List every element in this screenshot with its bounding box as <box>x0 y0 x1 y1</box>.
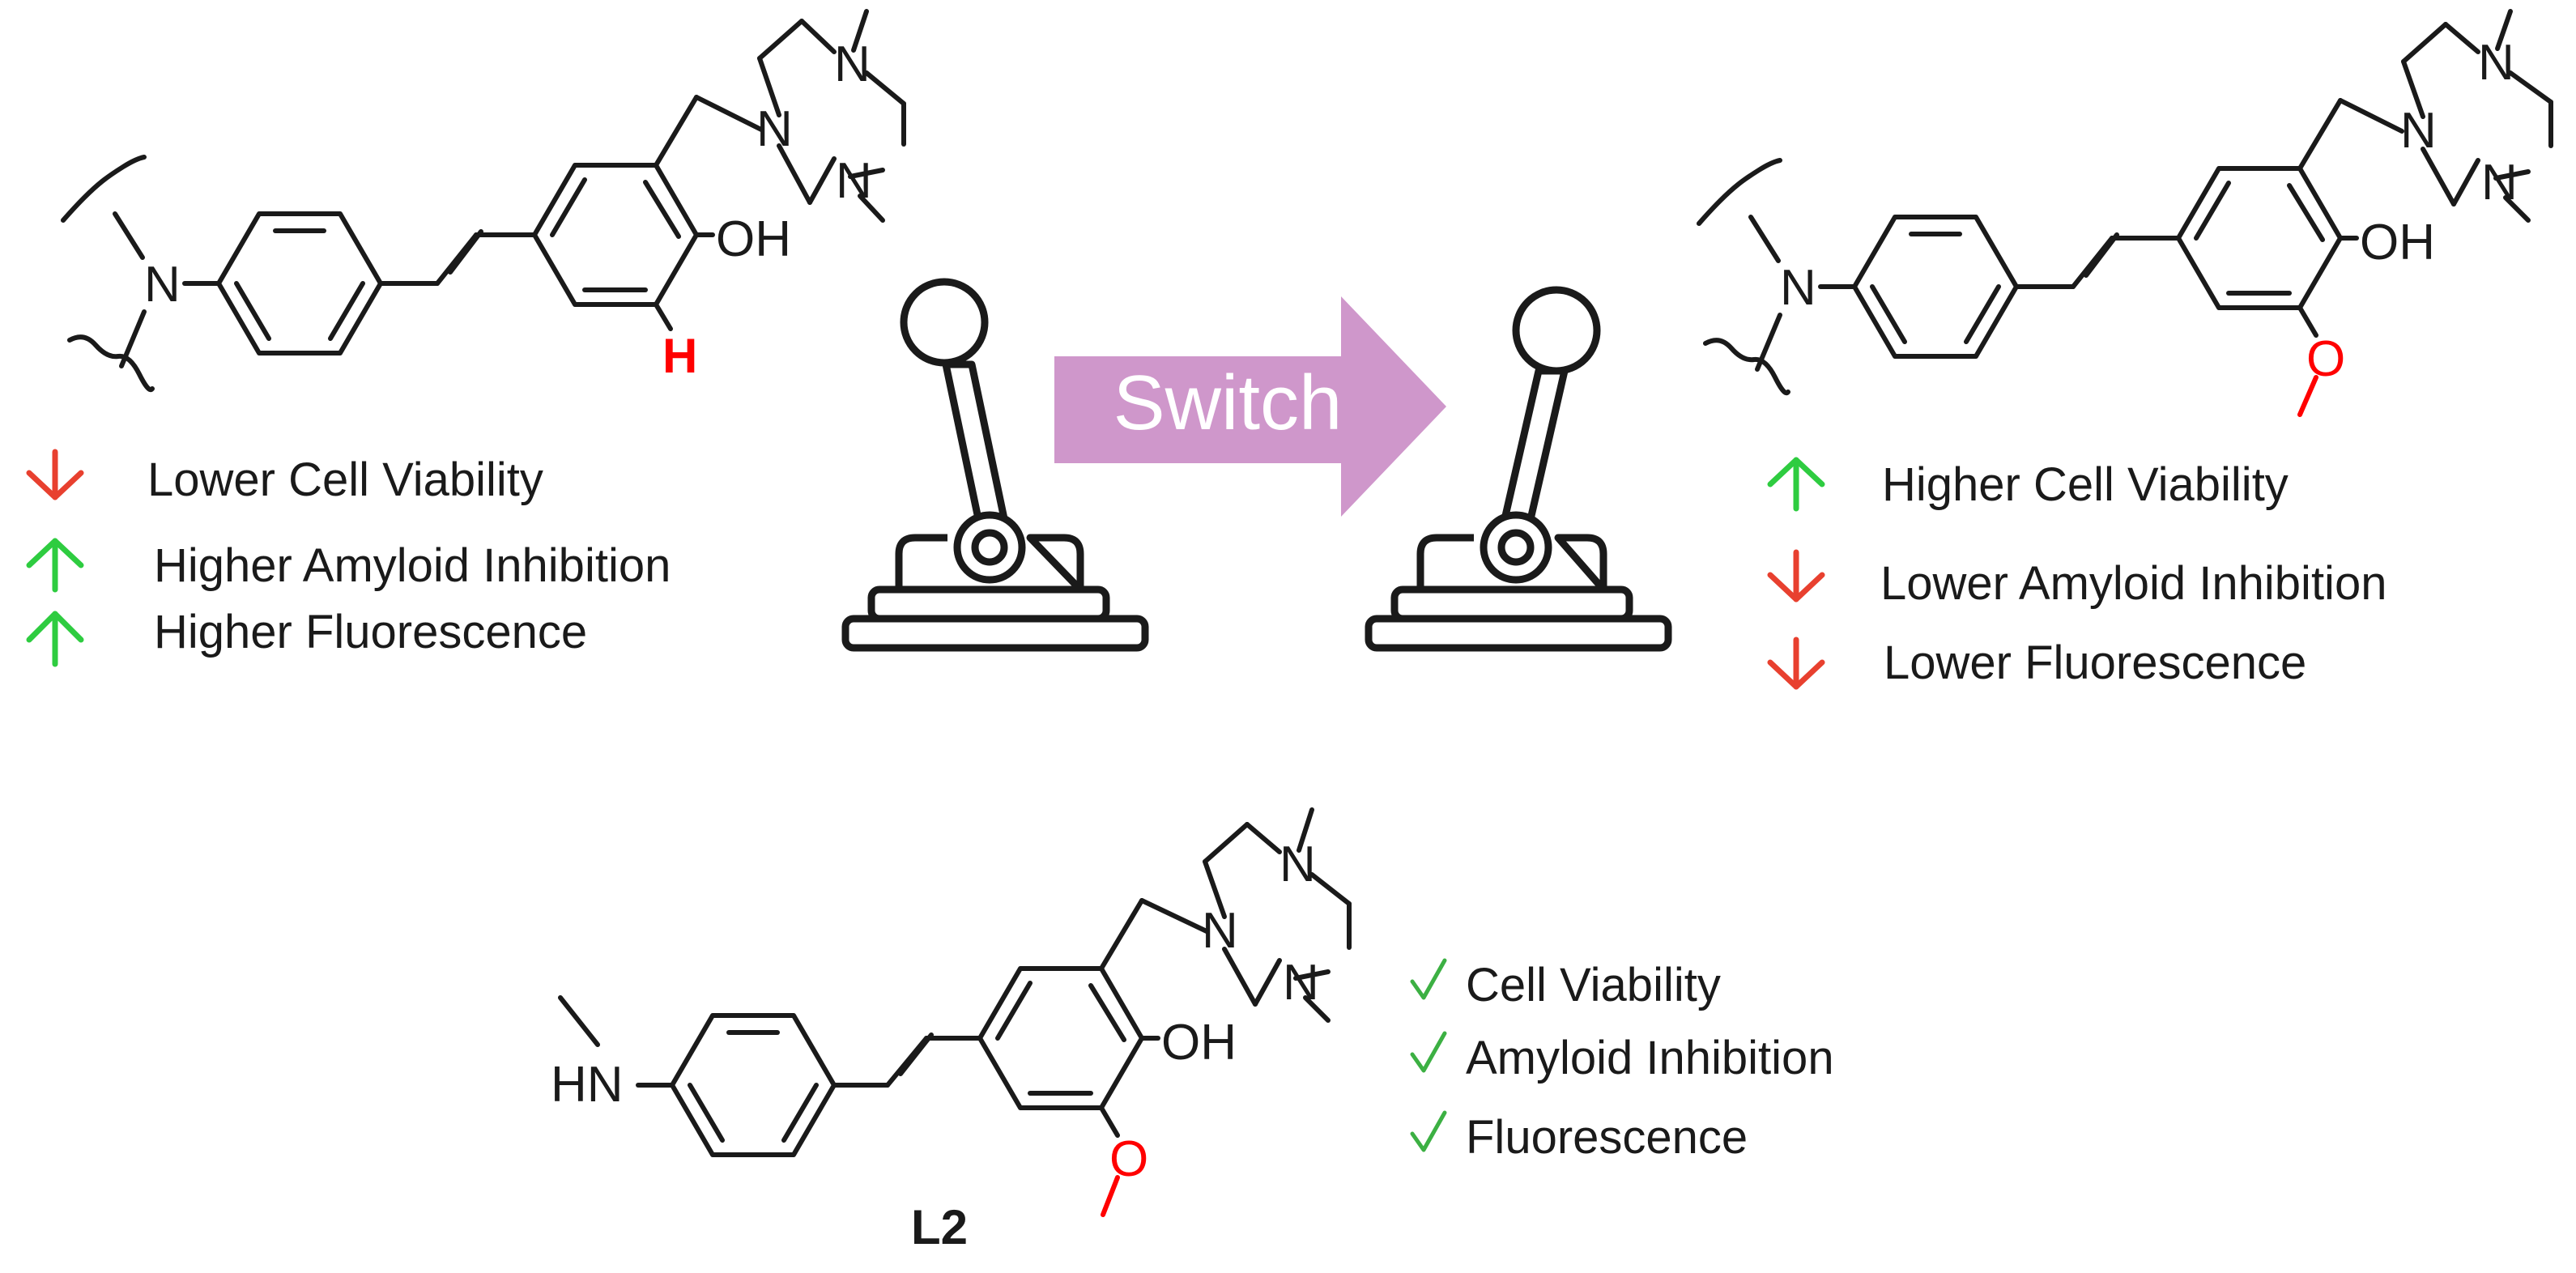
left-hydrogen-highlight: H <box>662 329 697 383</box>
right-property-list: Higher Cell Viability Lower Amyloid Inhi… <box>1767 457 2387 690</box>
lever-off-icon <box>841 278 1149 652</box>
switch-arrow: Switch <box>1054 296 1446 517</box>
down-arrow-icon <box>1767 636 1825 690</box>
right-ring-n-2: N <box>2478 35 2514 91</box>
right-ring-n-1: N <box>2400 103 2437 159</box>
l2-phenol-ring <box>977 966 1144 1110</box>
left-ring-n-2: N <box>834 36 871 92</box>
right-wavy-bond-top <box>1697 158 1782 226</box>
right-property-3: Lower Fluorescence <box>1884 636 2306 689</box>
right-property-1: Higher Cell Viability <box>1882 458 2289 511</box>
right-amine-n: N <box>1780 260 1816 316</box>
left-amine-n: N <box>144 257 181 313</box>
right-phenol-ring <box>2176 166 2343 310</box>
left-ring-n-3: N <box>836 153 872 209</box>
check-icon <box>1410 1031 1447 1073</box>
l2-ring-n-1: N <box>1202 903 1238 959</box>
right-molecule <box>1697 9 2553 396</box>
right-methoxy-methyl-bond <box>2297 375 2318 417</box>
check-icon <box>1410 958 1447 1000</box>
l2-methoxy-o-highlight: O <box>1109 1131 1148 1187</box>
l2-methoxy-methyl-bond <box>1101 1175 1120 1217</box>
left-molecule <box>61 9 906 393</box>
left-wavy-bond-bottom <box>67 334 155 393</box>
l2-feature-list: Cell Viability Amyloid Inhibition Fluore… <box>1410 958 1834 1164</box>
up-arrow-icon <box>26 611 84 667</box>
right-methoxy-o-highlight: O <box>2306 331 2345 387</box>
down-arrow-icon <box>1767 549 1825 602</box>
l2-ring-n-3: N <box>1283 955 1319 1011</box>
l2-feature-3: Fluorescence <box>1466 1111 1748 1164</box>
left-property-3: Higher Fluorescence <box>154 606 587 658</box>
check-icon <box>1410 1110 1447 1152</box>
left-property-list: Lower Cell Viability Higher Amyloid Inhi… <box>26 449 671 667</box>
left-hydroxyl: OH <box>716 211 791 267</box>
left-property-2: Higher Amyloid Inhibition <box>154 539 671 592</box>
l2-phenyl-ring <box>670 1013 837 1157</box>
l2-feature-1: Cell Viability <box>1466 959 1721 1011</box>
left-ring-n-1: N <box>756 101 793 157</box>
up-arrow-icon <box>1767 457 1825 512</box>
left-phenol-ring <box>532 163 699 307</box>
lever-on-icon <box>1365 286 1672 652</box>
left-property-1: Lower Cell Viability <box>147 453 543 506</box>
right-ring-n-3: N <box>2481 155 2518 211</box>
right-wavy-bond-bottom <box>1703 338 1790 396</box>
l2-feature-2: Amyloid Inhibition <box>1466 1032 1834 1084</box>
left-wavy-bond-top <box>61 155 147 223</box>
right-phenyl-ring <box>1852 215 2019 359</box>
down-arrow-icon <box>26 449 84 500</box>
l2-compound-name: L2 <box>911 1200 968 1254</box>
switch-label: Switch <box>1113 360 1343 446</box>
right-property-2: Lower Amyloid Inhibition <box>1880 557 2387 610</box>
left-phenyl-ring <box>216 211 383 356</box>
l2-ring-n-2: N <box>1279 837 1316 892</box>
l2-molecule <box>558 807 1352 1157</box>
l2-amine-hn: HN <box>551 1057 624 1113</box>
right-hydroxyl: OH <box>2360 215 2435 270</box>
l2-hydroxyl: OH <box>1161 1015 1237 1071</box>
up-arrow-icon <box>26 538 84 593</box>
